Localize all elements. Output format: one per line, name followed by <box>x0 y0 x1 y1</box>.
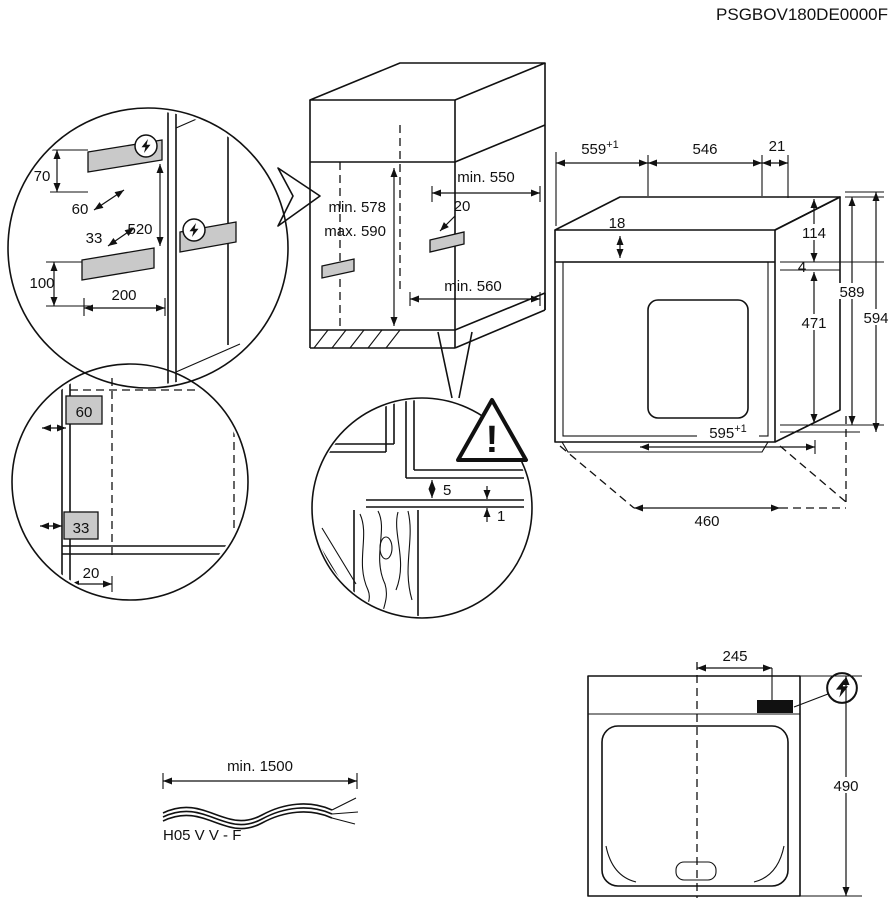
oven-top-view: 245 490 <box>587 648 864 898</box>
dim-4: 4 <box>798 259 806 276</box>
warning-icon: ! <box>456 398 528 462</box>
side-rail-right <box>429 231 465 253</box>
dim-33: 33 <box>73 520 90 537</box>
dim-21: 21 <box>769 138 786 155</box>
dim-595: 595+1 <box>709 423 747 442</box>
dim-100: 100 <box>29 275 54 292</box>
dim-18: 18 <box>609 215 626 232</box>
document-code: PSGBOV180DE0000F <box>716 5 888 24</box>
bracket-mount-detail: 70 60 520 33 100 200 <box>7 107 321 389</box>
dim-471: 471 <box>801 315 826 332</box>
mains-terminal <box>757 700 793 713</box>
dim-114: 114 <box>802 225 826 242</box>
panel-position-detail: 60 33 20 <box>11 363 249 601</box>
dim-max-590: max. 590 <box>324 223 386 240</box>
dim-200: 200 <box>111 287 136 304</box>
electric-bolt-icon <box>134 134 158 158</box>
mains-cable-drawing: min. 1500 H05 V V - F <box>162 758 359 844</box>
dim-60: 60 <box>72 201 89 218</box>
dim-min-550: min. 550 <box>457 169 515 186</box>
cable-icon <box>162 797 359 830</box>
oven-drawing: 559+1 546 21 18 114 4 471 589 594 595+1 … <box>554 138 893 530</box>
side-rail-left <box>321 258 355 279</box>
dim-min-560: min. 560 <box>444 278 502 295</box>
cabinet-niche-drawing: min. 550 20 min. 578 max. 590 min. 560 <box>309 62 546 349</box>
dim-33: 33 <box>86 230 103 247</box>
dim-589: 589 <box>839 284 864 301</box>
dim-559: 559+1 <box>581 139 619 158</box>
oven-door <box>562 261 769 437</box>
bracket-lower <box>81 247 155 281</box>
dim-460: 460 <box>694 513 719 530</box>
cavity-outline <box>601 725 789 887</box>
dim-490: 490 <box>833 778 858 795</box>
dim-min-578: min. 578 <box>328 199 386 216</box>
dim-min-1500: min. 1500 <box>227 758 293 775</box>
dim-5: 5 <box>443 482 451 499</box>
cable-type-label: H05 V V - F <box>163 827 241 844</box>
dim-70: 70 <box>34 168 51 185</box>
oven-door-window <box>647 299 749 419</box>
bracket-hole-upper <box>65 395 103 425</box>
worktop-gap-detail: 5 1 ! <box>311 331 533 619</box>
dim-60: 60 <box>76 404 93 421</box>
dim-594: 594 <box>863 310 888 327</box>
callout-pointer <box>277 167 321 227</box>
dim-1: 1 <box>497 508 505 525</box>
bracket-hole-lower <box>63 511 99 540</box>
electric-bolt-icon <box>182 218 206 242</box>
electric-bolt-icon <box>826 672 858 704</box>
dim-20: 20 <box>83 565 100 582</box>
dim-245: 245 <box>722 648 747 665</box>
dim-20: 20 <box>454 198 471 215</box>
warning-exclamation: ! <box>486 419 499 461</box>
dim-546: 546 <box>692 141 717 158</box>
